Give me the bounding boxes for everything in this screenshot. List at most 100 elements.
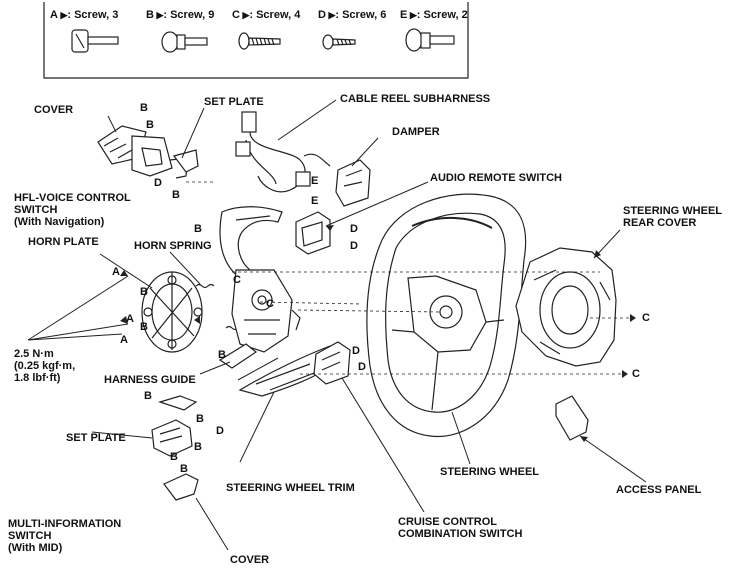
label-multi-information-switch: MULTI-INFORMATION SWITCH (With MID) <box>8 518 121 554</box>
mid-line-3: (With MID) <box>8 542 63 554</box>
label-harness-guide: HARNESS GUIDE <box>104 374 196 386</box>
callout-b: B <box>172 189 180 201</box>
set-plate-top-part <box>172 149 199 173</box>
rear-cover-part <box>515 247 617 367</box>
label-access-panel: ACCESS PANEL <box>616 484 702 496</box>
label-set-plate-top: SET PLATE <box>204 96 264 108</box>
legend-frame <box>43 2 469 79</box>
legend-letter-a: A <box>50 9 58 21</box>
label-steering-wheel-rear-cover: STEERING WHEEL REAR COVER <box>623 205 722 229</box>
callout-a: A <box>126 313 134 325</box>
label-cover-bottom: COVER <box>230 554 270 566</box>
damper-part <box>335 159 371 207</box>
callout-d: D <box>350 223 358 235</box>
callout-c: C <box>266 298 274 310</box>
callout-b: B <box>170 451 178 463</box>
triangle-icon: ▶ <box>325 10 336 20</box>
triangle-icon: ▶ <box>57 10 68 20</box>
legend-letter-c: C <box>232 9 240 21</box>
legend-text-c: : Screw, 4 <box>249 9 301 21</box>
label-horn-plate: HORN PLATE <box>28 236 99 248</box>
callout-c: C <box>632 368 640 380</box>
cable-reel-subharness-part <box>235 111 331 193</box>
mid-line-2: SWITCH <box>8 530 52 542</box>
horn-assembly-part <box>231 269 301 353</box>
legend-item-c: C ▶: Screw, 4 <box>232 9 300 21</box>
callout-b: B <box>140 321 148 333</box>
arrow-heads <box>120 225 636 442</box>
access-panel-part <box>555 395 589 441</box>
hfl-line-2: SWITCH <box>14 204 58 216</box>
hfl-line-1: HFL-VOICE CONTROL <box>14 192 131 204</box>
legend-item-e: E ▶: Screw, 2 <box>400 9 468 21</box>
callout-d: D <box>358 361 366 373</box>
callout-a: A <box>120 334 128 346</box>
callout-d: D <box>154 177 162 189</box>
cruise-line-1: CRUISE CONTROL <box>398 516 497 528</box>
label-cover-top: COVER <box>34 104 74 116</box>
legend-text-e: : Screw, 2 <box>416 9 468 21</box>
label-audio-remote-switch: AUDIO REMOTE SWITCH <box>430 172 562 184</box>
triangle-icon: ▶ <box>407 10 417 20</box>
callout-b: B <box>140 286 148 298</box>
triangle-icon: ▶ <box>239 10 250 20</box>
callout-b: B <box>180 463 188 475</box>
callout-d: D <box>350 240 358 252</box>
screw-e-icon <box>405 28 455 52</box>
callout-b: B <box>146 119 154 131</box>
label-cruise-control-combination-switch: CRUISE CONTROL COMBINATION SWITCH <box>398 516 522 540</box>
callout-b: B <box>196 413 204 425</box>
label-cable-reel-subharness: CABLE REEL SUBHARNESS <box>340 93 491 105</box>
callout-d: D <box>216 425 224 437</box>
label-torque-spec: 2.5 N·m (0.25 kgf·m, 1.8 lbf·ft) <box>14 348 75 384</box>
steering-wheel-part <box>366 193 527 438</box>
callout-c: C <box>642 312 650 324</box>
cruise-control-switch-part <box>313 341 351 385</box>
audio-remote-switch-part <box>295 211 331 255</box>
callout-d: D <box>352 345 360 357</box>
label-steering-wheel-trim: STEERING WHEEL TRIM <box>226 482 355 494</box>
callout-b: B <box>144 390 152 402</box>
torque-line-3: 1.8 lbf·ft) <box>14 372 61 384</box>
torque-line-2: (0.25 kgf·m, <box>14 360 76 372</box>
legend-item-d: D ▶: Screw, 6 <box>318 9 386 21</box>
screw-d-icon <box>322 34 356 50</box>
multi-information-switch-part <box>151 419 193 457</box>
callout-a: A <box>112 266 120 278</box>
screw-a-icon <box>71 29 119 53</box>
label-damper: DAMPER <box>392 126 440 138</box>
rear-cover-line-1: STEERING WHEEL <box>623 205 723 217</box>
screw-b-icon <box>161 31 208 53</box>
triangle-icon: ▶ <box>153 10 164 20</box>
legend-text-d: : Screw, 6 <box>335 9 387 21</box>
hfl-voice-switch-part <box>97 125 189 179</box>
callout-b: B <box>140 102 148 114</box>
alignment-lines <box>186 181 636 375</box>
callout-e: E <box>311 195 319 207</box>
legend-letter-b: B <box>146 9 154 21</box>
legend-item-b: B ▶: Screw, 9 <box>146 9 214 21</box>
set-plate-bottom-part <box>158 395 198 411</box>
legend-item-a: A ▶: Screw, 3 <box>50 9 118 21</box>
cover-bottom-part <box>163 473 199 501</box>
mid-line-1: MULTI-INFORMATION <box>8 518 122 530</box>
label-horn-spring: HORN SPRING <box>134 240 212 252</box>
label-steering-wheel: STEERING WHEEL <box>440 466 540 478</box>
legend-text-a: : Screw, 3 <box>67 9 119 21</box>
rear-cover-line-2: REAR COVER <box>623 217 697 229</box>
callout-b: B <box>194 223 202 235</box>
legend-text-b: : Screw, 9 <box>163 9 215 21</box>
label-hfl-voice-control-switch: HFL-VOICE CONTROL SWITCH (With Navigatio… <box>14 192 131 228</box>
screw-c-icon <box>238 32 281 50</box>
torque-line-1: 2.5 N·m <box>14 348 54 360</box>
label-set-plate-bottom: SET PLATE <box>66 432 126 444</box>
legend-letter-e: E <box>400 9 408 21</box>
hfl-line-3: (With Navigation) <box>14 216 105 228</box>
cruise-line-2: COMBINATION SWITCH <box>398 528 523 540</box>
horn-plate-part <box>141 271 203 353</box>
callout-b: B <box>194 441 202 453</box>
legend-letter-d: D <box>318 9 326 21</box>
callout-e: E <box>311 175 319 187</box>
